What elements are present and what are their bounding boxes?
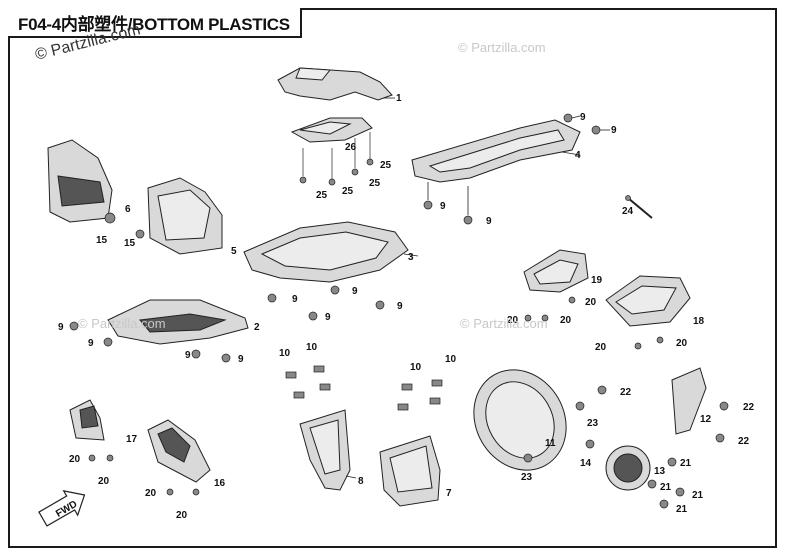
callout-9: 9	[325, 312, 331, 323]
diagram-frame	[8, 8, 777, 548]
callout-25: 25	[369, 178, 381, 189]
callout-9: 9	[440, 201, 446, 212]
part-1-bracket[interactable]	[277, 67, 395, 101]
callout-12: 12	[700, 414, 712, 425]
callout-14: 14	[580, 458, 592, 469]
callout-21: 21	[676, 504, 688, 515]
callout-9: 9	[185, 350, 191, 361]
part-5-panel[interactable]	[135, 177, 223, 255]
callout-6: 6	[125, 204, 131, 215]
callout-9: 9	[292, 294, 298, 305]
part-13-round-cover[interactable]	[605, 445, 685, 509]
callout-9: 9	[397, 301, 403, 312]
callout-21: 21	[692, 490, 704, 501]
callout-9: 9	[352, 286, 358, 297]
watermark: © Partzilla.com	[460, 316, 548, 331]
callout-9: 9	[580, 112, 586, 123]
part-7-duct[interactable]	[379, 379, 443, 507]
callout-9: 9	[58, 322, 64, 333]
callout-25: 25	[316, 190, 328, 201]
watermark: © Partzilla.com	[78, 316, 166, 331]
callout-25: 25	[342, 186, 354, 197]
callout-1: 1	[396, 93, 402, 104]
part-12-cover[interactable]	[671, 367, 729, 443]
callout-3: 3	[408, 252, 414, 263]
page-title: F04-4内部塑件/BOTTOM PLASTICS	[18, 14, 290, 34]
callout-7: 7	[446, 488, 452, 499]
callout-23: 23	[587, 418, 599, 429]
callout-9: 9	[486, 216, 492, 227]
callout-20: 20	[69, 454, 81, 465]
callout-8: 8	[358, 476, 364, 487]
callout-9: 9	[238, 354, 244, 365]
part-18-cover[interactable]	[605, 275, 691, 350]
callout-22: 22	[743, 402, 755, 413]
callout-20: 20	[595, 342, 607, 353]
part-6-side-cover[interactable]	[47, 139, 116, 224]
callout-20: 20	[560, 315, 572, 326]
callout-24: 24	[622, 206, 634, 217]
callout-22: 22	[738, 436, 750, 447]
callout-10: 10	[445, 354, 457, 365]
callout-20: 20	[676, 338, 688, 349]
callout-20: 20	[98, 476, 110, 487]
callout-9: 9	[611, 125, 617, 136]
callout-4: 4	[575, 150, 581, 161]
callout-13: 13	[654, 466, 666, 477]
callout-18: 18	[693, 316, 705, 327]
callout-10: 10	[306, 342, 318, 353]
callout-20: 20	[585, 297, 597, 308]
part-19-bracket[interactable]	[523, 249, 589, 322]
callout-23: 23	[521, 472, 533, 483]
part-26-bracket[interactable]	[290, 117, 374, 186]
part-8-duct[interactable]	[285, 365, 357, 491]
callout-15: 15	[124, 238, 136, 249]
callout-16: 16	[214, 478, 226, 489]
callout-26: 26	[345, 142, 357, 153]
callout-20: 20	[176, 510, 188, 521]
callout-22: 22	[620, 387, 632, 398]
title-box: F04-4内部塑件/BOTTOM PLASTICS	[8, 8, 302, 38]
part-4-skid-plate[interactable]	[411, 113, 610, 225]
part-16-bracket[interactable]	[147, 419, 211, 496]
callout-10: 10	[410, 362, 422, 373]
watermark: © Partzilla.com	[458, 40, 546, 55]
callout-17: 17	[126, 434, 138, 445]
callout-11: 11	[545, 438, 556, 449]
callout-2: 2	[254, 322, 260, 333]
callout-21: 21	[680, 458, 692, 469]
callout-20: 20	[507, 315, 519, 326]
callout-25: 25	[380, 160, 392, 171]
callout-10: 10	[279, 348, 291, 359]
callout-21: 21	[660, 482, 672, 493]
part-24-rod[interactable]	[625, 195, 653, 219]
callout-9: 9	[88, 338, 94, 349]
part-2-lower-guard[interactable]	[69, 299, 249, 363]
part-11-belt-cover[interactable]	[456, 353, 607, 487]
part-17-bracket[interactable]	[69, 399, 114, 462]
callout-5: 5	[231, 246, 237, 257]
fwd-arrow-icon	[38, 490, 86, 527]
callout-20: 20	[145, 488, 157, 499]
part-3-skid-plate[interactable]	[243, 221, 419, 321]
callout-15: 15	[96, 235, 108, 246]
callout-19: 19	[591, 275, 603, 286]
